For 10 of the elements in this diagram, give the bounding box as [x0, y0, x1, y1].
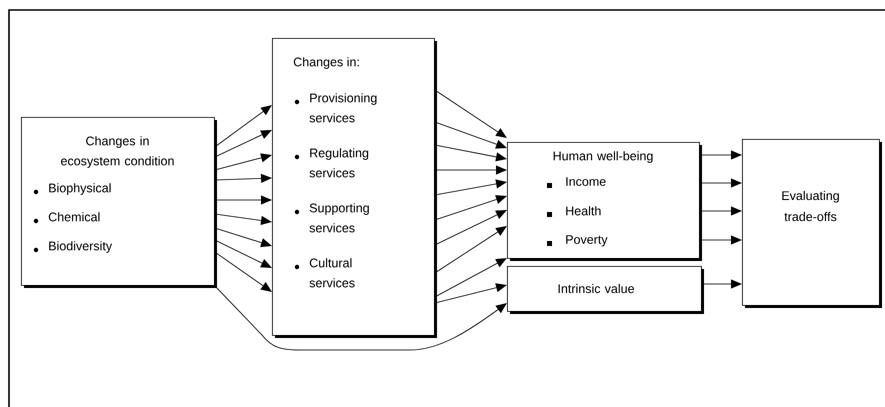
arrow: [434, 226, 507, 274]
arrow: [214, 105, 272, 148]
arrow: [434, 90, 507, 138]
process-box: Evaluating trade-offs: [742, 139, 882, 308]
arrow: [214, 285, 507, 350]
arrow: [214, 252, 272, 292]
process-box: Human well-being Income Health Poverty: [507, 142, 702, 261]
process-box: Changes in ecosystem condition Biophysical Chemical Biodiversity: [21, 117, 217, 288]
process-box: Intrinsic value: [507, 266, 704, 314]
process-box: Changes in: Provisioning services Regulating services Supporting services Cultural services: [272, 38, 437, 338]
